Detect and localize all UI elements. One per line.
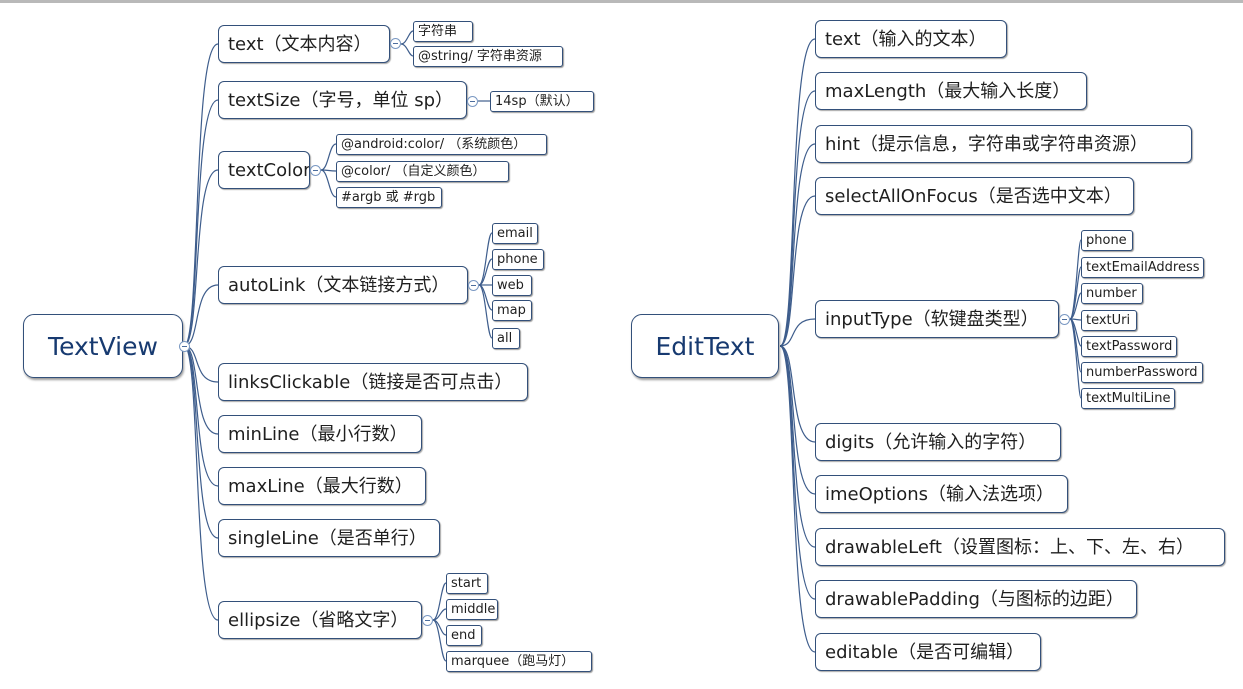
et-prop-editable[interactable]: editable（是否可编辑） [815, 633, 1041, 671]
et-prop-imeoptions[interactable]: imeOptions（输入法选项） [815, 475, 1068, 513]
collapse-toggle-icon[interactable] [179, 341, 190, 352]
et-prop-maxlength[interactable]: maxLength（最大输入长度） [815, 72, 1087, 110]
tv-autolink-value[interactable]: map [492, 300, 532, 321]
tv-ellipsize-value[interactable]: marquee（跑马灯） [446, 651, 592, 672]
et-inputtype-value[interactable]: textMultiLine [1081, 388, 1175, 409]
tv-ellipsize-value[interactable]: start [446, 573, 488, 594]
tv-prop-ellipsize[interactable]: ellipsize（省略文字） [218, 601, 422, 639]
tv-prop-text[interactable]: text（文本内容） [218, 25, 390, 63]
et-prop-inputtype[interactable]: inputType（软键盘类型） [815, 300, 1059, 338]
et-prop-text[interactable]: text（输入的文本） [815, 20, 1007, 58]
tv-autolink-value[interactable]: all [492, 328, 520, 349]
et-inputtype-value[interactable]: number [1081, 283, 1143, 304]
tv-prop-linksclickable[interactable]: linksClickable（链接是否可点击） [218, 363, 528, 401]
tv-ellipsize-value[interactable]: middle [446, 599, 498, 620]
tv-prop-textsize[interactable]: textSize（字号，单位 sp） [218, 81, 467, 119]
tv-autolink-value[interactable]: phone [492, 249, 544, 270]
tv-autolink-value[interactable]: email [492, 223, 538, 244]
et-prop-drawableleft[interactable]: drawableLeft（设置图标：上、下、左、右） [815, 528, 1225, 566]
collapse-toggle-icon[interactable] [468, 280, 479, 291]
collapse-toggle-icon[interactable] [1059, 314, 1070, 325]
tv-prop-autolink[interactable]: autoLink（文本链接方式） [218, 266, 468, 304]
et-prop-digits[interactable]: digits（允许输入的字符） [815, 423, 1061, 461]
et-prop-hint[interactable]: hint（提示信息，字符串或字符串资源） [815, 125, 1192, 163]
collapse-toggle-icon[interactable] [390, 38, 401, 49]
tv-ellipsize-value[interactable]: end [446, 625, 482, 646]
et-prop-selectallonfocus[interactable]: selectAllOnFocus（是否选中文本） [815, 177, 1134, 215]
top-border [0, 0, 1243, 3]
tv-prop-singleline[interactable]: singleLine（是否单行） [218, 519, 440, 557]
collapse-toggle-icon[interactable] [422, 615, 433, 626]
tv-prop-maxline[interactable]: maxLine（最大行数） [218, 467, 426, 505]
tv-textcolor-value[interactable]: #argb 或 #rgb [336, 187, 442, 208]
tv-textcolor-value[interactable]: @android:color/ （系统颜色） [336, 134, 547, 155]
et-inputtype-value[interactable]: textUri [1081, 310, 1137, 331]
et-inputtype-value[interactable]: phone [1081, 230, 1133, 251]
tv-textsize-value[interactable]: 14sp（默认） [490, 91, 594, 112]
tv-text-value[interactable]: @string/ 字符串资源 [413, 46, 563, 67]
et-inputtype-value[interactable]: textPassword [1081, 336, 1177, 357]
tv-textcolor-value[interactable]: @color/ （自定义颜色） [336, 161, 509, 182]
et-prop-drawablepadding[interactable]: drawablePadding（与图标的边距） [815, 580, 1137, 618]
collapse-toggle-icon[interactable] [310, 165, 321, 176]
tv-prop-minline[interactable]: minLine（最小行数） [218, 415, 422, 453]
et-inputtype-value[interactable]: numberPassword [1081, 362, 1203, 383]
collapse-toggle-icon[interactable] [467, 96, 478, 107]
et-inputtype-value[interactable]: textEmailAddress [1081, 257, 1204, 278]
tv-prop-textcolor[interactable]: textColor [218, 151, 310, 189]
tv-text-value[interactable]: 字符串 [413, 21, 473, 42]
root-node-textview[interactable]: TextView [23, 314, 183, 378]
root-node-edittext[interactable]: EditText [631, 314, 779, 378]
tv-autolink-value[interactable]: web [492, 275, 532, 296]
